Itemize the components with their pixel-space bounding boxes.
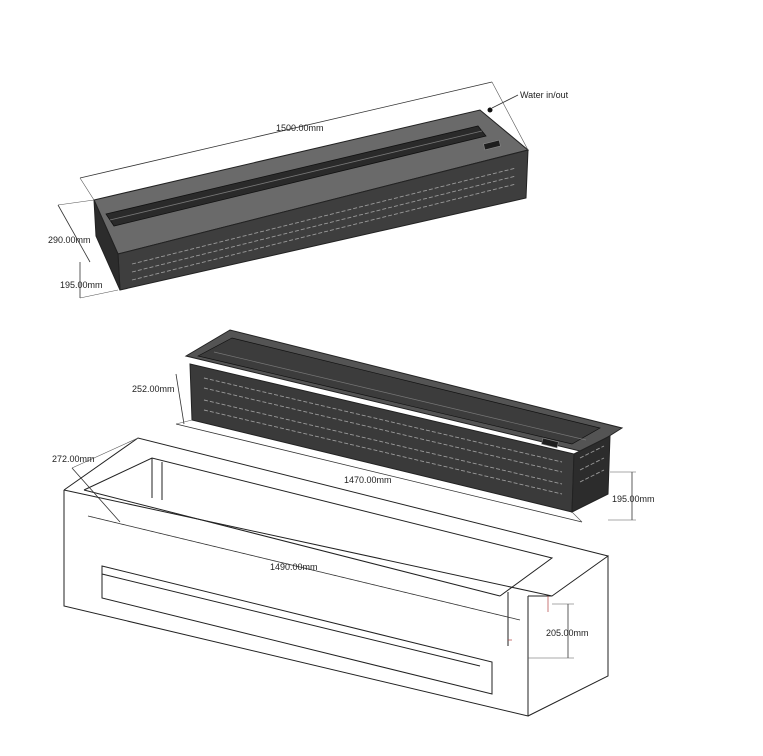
cavity-front-window bbox=[101, 565, 493, 695]
cavity-dimensions bbox=[71, 437, 574, 659]
cavity-length-label: 1490.00mm bbox=[270, 562, 318, 572]
cavity-height-label: 205.00mm bbox=[546, 628, 589, 638]
top-unit-control-badge bbox=[483, 139, 501, 151]
cavity-depth-label: 272.00mm bbox=[52, 454, 95, 464]
insert-depth-label: 252.00mm bbox=[132, 384, 175, 394]
top-unit-left-side bbox=[93, 199, 121, 291]
insert-unit-vent-slots bbox=[203, 377, 563, 463]
insert-length-label: 1470.00mm bbox=[344, 475, 392, 485]
insert-unit-right-side bbox=[571, 435, 611, 513]
water-inlet-dot bbox=[487, 107, 493, 113]
top-unit-burner-channel bbox=[105, 125, 487, 227]
top-height-label: 195.00mm bbox=[60, 280, 103, 290]
cavity-box bbox=[63, 437, 610, 717]
top-depth-label: 290.00mm bbox=[48, 235, 91, 245]
insert-unit bbox=[184, 329, 624, 513]
insert-height-label: 195.00mm bbox=[612, 494, 655, 504]
top-length-label: 1500.00mm bbox=[276, 123, 324, 133]
water-inout-label: Water in/out bbox=[520, 90, 569, 100]
insert-unit-control-badge bbox=[541, 437, 559, 449]
top-unit-dimensions bbox=[57, 81, 529, 299]
top-unit bbox=[93, 107, 530, 291]
insert-unit-dimensions bbox=[175, 373, 636, 523]
